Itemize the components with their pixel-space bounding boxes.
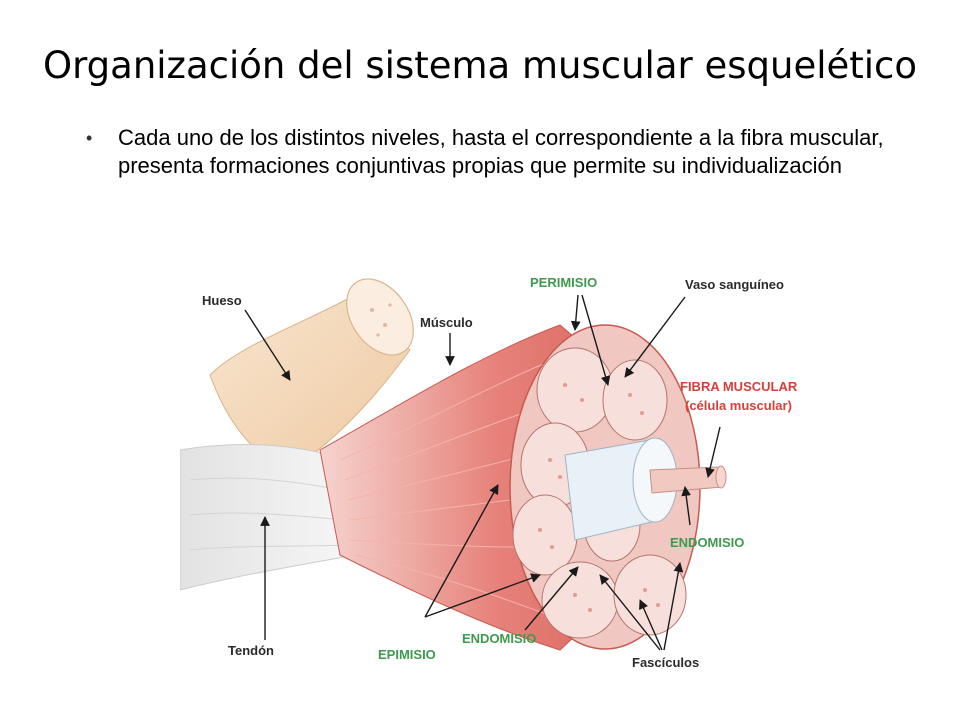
label-perimisio: PERIMISIO (530, 275, 597, 290)
label-epimisio: EPIMISIO (378, 647, 436, 662)
bullet-text: Cada uno de los distintos niveles, hasta… (118, 125, 884, 178)
slide-title: Organización del sistema muscular esquel… (42, 44, 918, 87)
bullet-item: • Cada uno de los distintos niveles, has… (80, 124, 900, 180)
label-musculo: Músculo (420, 315, 473, 330)
bullet-marker: • (86, 128, 93, 148)
bone-shape (209, 278, 414, 471)
muscle-diagram: Hueso Músculo PERIMISIO Vaso sanguíneo F… (180, 255, 840, 700)
muscle-diagram-svg: Hueso Músculo PERIMISIO Vaso sanguíneo F… (180, 275, 798, 670)
bullet-list: • Cada uno de los distintos niveles, has… (80, 124, 900, 180)
fascicle-extracted (564, 437, 727, 541)
label-endomisio-bottom: ENDOMISIO (462, 631, 536, 646)
label-celula-muscular: (célula muscular) (685, 398, 792, 413)
annotation-arrows (244, 294, 721, 651)
label-tendon: Tendón (228, 643, 274, 658)
label-fasciculos: Fascículos (632, 655, 699, 670)
label-hueso: Hueso (202, 293, 242, 308)
label-endomisio-right: ENDOMISIO (670, 535, 744, 550)
label-fibra-muscular: FIBRA MUSCULAR (680, 379, 798, 394)
label-vaso-sanguineo: Vaso sanguíneo (685, 277, 784, 292)
